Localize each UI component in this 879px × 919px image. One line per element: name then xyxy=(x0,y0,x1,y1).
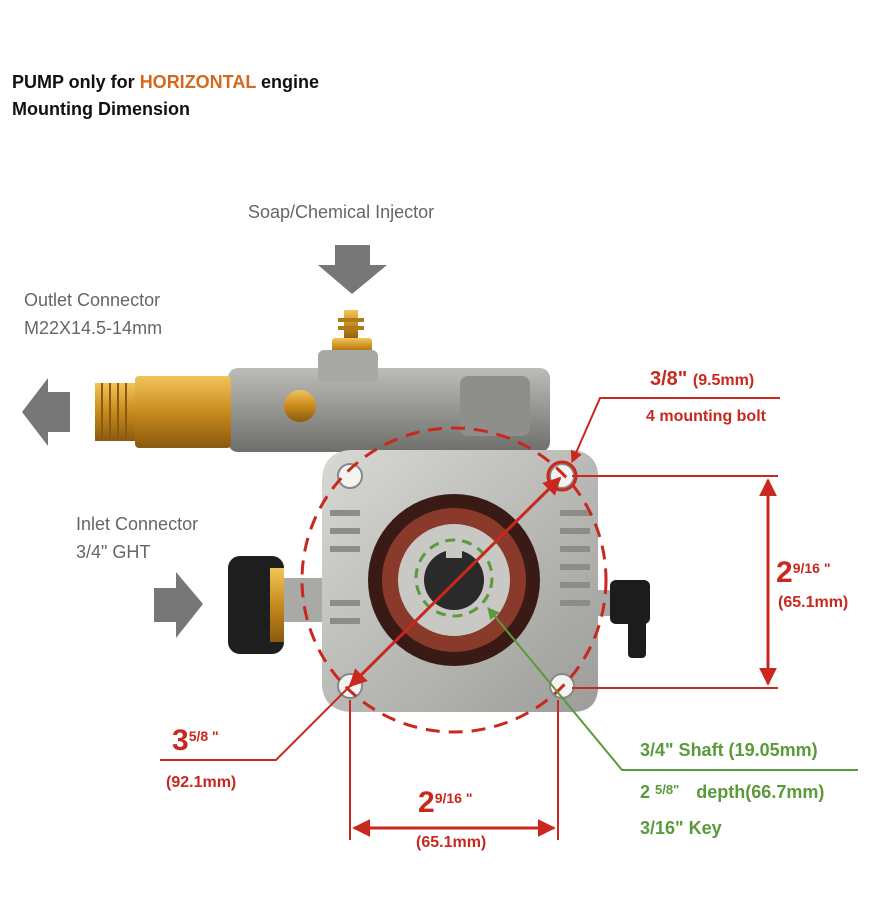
diagonal-fraction: 5/8 " xyxy=(188,728,219,744)
diagonal-dimension-line xyxy=(348,476,562,688)
shaft-depth-fraction: 5/8" xyxy=(655,782,680,797)
shaft-depth-word: depth xyxy=(696,782,746,802)
soap-arrow-icon xyxy=(318,245,387,294)
vertical-fraction: 9/16 " xyxy=(792,560,831,576)
bolt-size-mm: (9.5mm) xyxy=(692,372,755,389)
shaft-leader-line xyxy=(487,607,858,771)
diagonal-whole: 3 xyxy=(172,724,189,757)
horizontal-fraction: 9/16 " xyxy=(434,790,473,806)
pump-manifold xyxy=(228,350,550,452)
shaft-depth-whole: 2 xyxy=(640,782,651,802)
horizontal-whole: 2 xyxy=(418,786,435,819)
shaft-key-label: 3/16" Key xyxy=(640,818,722,838)
horizontal-dimension-label: 29/16 " xyxy=(418,786,472,820)
bolt-size-label: 3/8" (9.5mm) xyxy=(650,368,754,391)
bolt-circle-dashed xyxy=(300,426,608,734)
soap-injector-label: Soap/Chemical Injector xyxy=(248,202,435,222)
soap-injector-fitting xyxy=(332,310,372,356)
bolt-leader-line xyxy=(570,397,780,464)
title-suffix: engine xyxy=(256,72,320,92)
page-title: PUMP only for HORIZONTAL engine xyxy=(12,72,319,93)
outlet-connector xyxy=(95,376,231,448)
diagonal-mm-label: (92.1mm) xyxy=(166,774,237,791)
bolt-count-label: 4 mounting bolt xyxy=(646,408,766,425)
vertical-dimension-label: 29/16 " xyxy=(776,556,830,590)
inlet-connector xyxy=(228,556,330,654)
diagonal-dimension-label: 35/8 " xyxy=(172,724,219,758)
horizontal-mm-label: (65.1mm) xyxy=(416,834,487,851)
inlet-label-name: Inlet Connector xyxy=(76,514,199,534)
vertical-mm-label: (65.1mm) xyxy=(778,594,849,611)
diagonal-leader-line xyxy=(160,685,351,761)
bypass-elbow xyxy=(590,580,650,658)
inlet-arrow-icon xyxy=(154,572,203,638)
shaft-depth-mm: (66.7mm) xyxy=(745,782,825,802)
bolt-size-value: 3/8" xyxy=(650,368,688,390)
title-highlight: HORIZONTAL xyxy=(139,72,257,92)
outlet-arrow-icon xyxy=(22,378,70,446)
outlet-label-name: Outlet Connector xyxy=(24,290,161,310)
vertical-whole: 2 xyxy=(776,556,793,589)
page-subtitle: Mounting Dimension xyxy=(12,99,190,119)
shaft-diameter-label: 3/4" Shaft (19.05mm) xyxy=(640,740,818,760)
title-prefix: PUMP only for xyxy=(12,72,140,92)
inlet-label-spec: 3/4" GHT xyxy=(76,542,151,562)
shaft-depth-label: 2 5/8" depth(66.7mm) xyxy=(640,782,824,803)
outlet-label-spec: M22X14.5-14mm xyxy=(24,318,163,338)
